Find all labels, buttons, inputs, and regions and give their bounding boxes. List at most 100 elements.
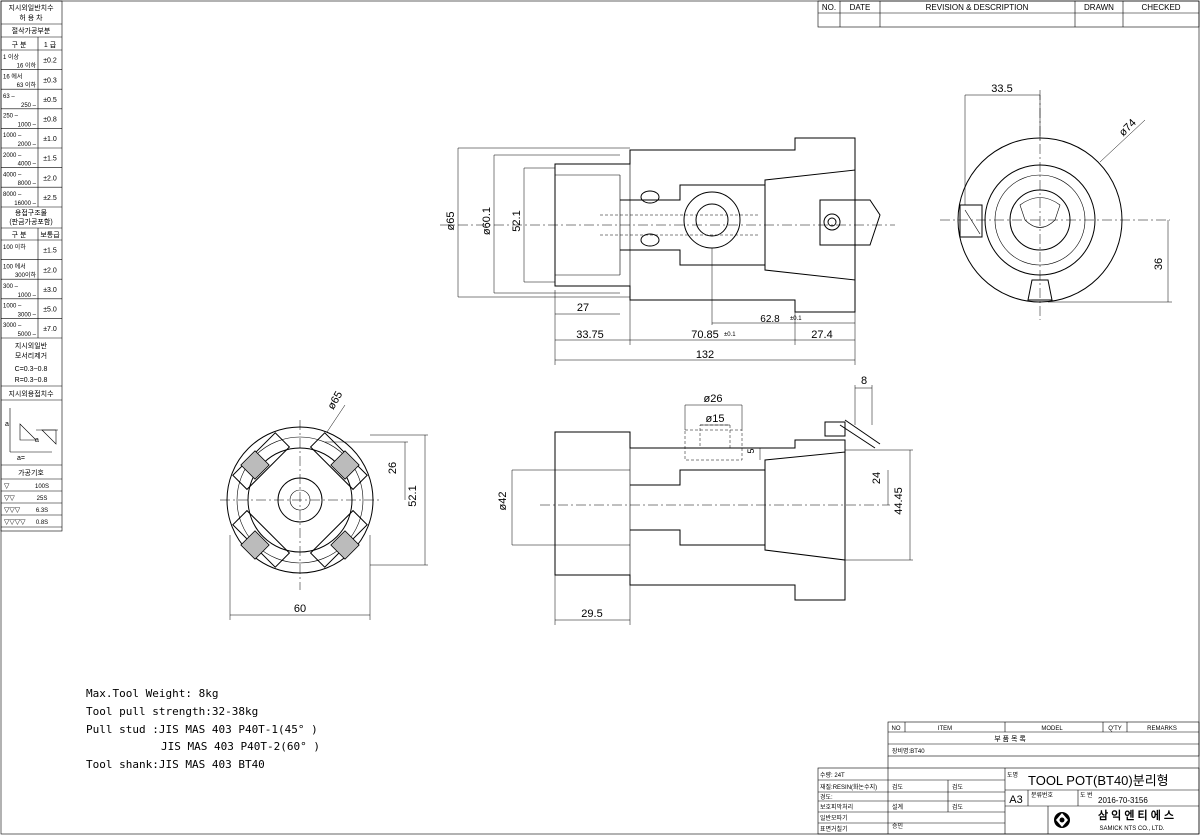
tol-row-b: 1000 –: [18, 293, 37, 299]
dim-70-85-tol: ±0.1: [724, 332, 736, 338]
tol-head-col2: 1 급: [44, 41, 57, 49]
tol-row-a: 1 이상: [3, 53, 20, 61]
dim-24: 24: [871, 472, 883, 484]
company-name-en: SAMICK NTS CO., LTD.: [1100, 826, 1165, 832]
pl-title: 부 품 목 록: [994, 735, 1026, 743]
tol-row-a: 16 에서: [3, 72, 22, 80]
tol-row-b: 5000 –: [18, 332, 37, 338]
finish-symbol-icon: ▽▽: [4, 495, 15, 502]
tol-row-value: ±2.5: [43, 195, 57, 202]
dim-d52: 52.1: [511, 210, 523, 231]
tol-row-value: ±1.5: [43, 248, 57, 255]
dim-d65: ø65: [445, 212, 457, 231]
rev-drawn: DRAWN: [1084, 3, 1114, 12]
tol-row-a: 4000 –: [3, 172, 22, 178]
dwg-no-label: 도 번: [1080, 791, 1093, 799]
dim-d74: ø74: [1117, 117, 1139, 139]
tol-row-value: ±5.0: [43, 307, 57, 314]
note-line1: Max.Tool Weight: 8kg: [86, 687, 218, 700]
tol-row-b: 16000 –: [14, 201, 36, 207]
dim-d65b: ø65: [325, 389, 345, 411]
tol-row-b: 63 이하: [17, 81, 37, 89]
tol-row-value: ±0.3: [43, 77, 57, 84]
tol-head2-col2: 보통급: [40, 231, 60, 239]
tol-row-value: ±3.0: [43, 287, 57, 294]
pl-qty: Q'TY: [1108, 726, 1121, 732]
dim-d42: ø42: [497, 492, 509, 511]
tol-row-a: 3000 –: [3, 323, 22, 329]
chamfer-line3: C=0.3~0.8: [15, 366, 48, 373]
tol-row-a: 100 이하: [3, 243, 26, 251]
dim-52b: 52.1: [407, 485, 419, 506]
dwg-no: 2016-70-3156: [1098, 796, 1148, 805]
tol-row-b: 250 –: [21, 103, 37, 109]
finish-symbol-icon: ▽▽▽▽: [4, 519, 26, 526]
finish-symbol-icon: ▽: [4, 483, 10, 490]
tol-row-b: 4000 –: [18, 162, 37, 168]
notes: Max.Tool Weight: 8kg Tool pull strength:…: [86, 687, 320, 771]
dim-26: 26: [387, 462, 399, 474]
note-line5: Tool shank:JIS MAS 403 BT40: [86, 758, 265, 771]
note-line3: Pull stud :JIS MAS 403 P40T-1(45° ): [86, 723, 318, 736]
dim-132: 132: [696, 349, 714, 361]
protect-coat: 보호피막처리: [820, 803, 853, 811]
tol-row-b: 16 이하: [17, 62, 37, 70]
end-view: [220, 404, 428, 620]
note-line4: JIS MAS 403 P40T-2(60° ): [161, 740, 320, 753]
dim-33-75: 33.75: [576, 329, 604, 341]
title-block: NO ITEM MODEL Q'TY REMARKS 부 품 목 록 장비명:B…: [817, 721, 1200, 835]
dim-36: 36: [1153, 258, 1165, 270]
tol-row-a: 63 –: [3, 94, 15, 100]
drawing-title: TOOL POT(BT40)분리형: [1028, 773, 1169, 788]
tol-title1: 지시외일반치수: [8, 3, 54, 12]
sheet-size: A3: [1009, 794, 1022, 806]
side-view: [940, 90, 1172, 320]
tol-title2: 허 용 차: [19, 13, 43, 22]
finish-value: 100S: [35, 484, 49, 490]
tol-row-a: 1000 –: [3, 133, 22, 139]
note-line2: Tool pull strength:32-38kg: [86, 705, 258, 718]
tol-head-col1: 구 분: [12, 41, 27, 49]
dim-8: 8: [861, 375, 867, 387]
tol-row-a: 100 에서: [3, 262, 26, 270]
weld-a2: a: [35, 437, 39, 444]
tol-row-b: 3000 –: [18, 312, 37, 318]
equip-name: 장비명:BT40: [892, 747, 925, 755]
tol-row-b: 2000 –: [18, 142, 37, 148]
finish-value: 25S: [37, 496, 48, 502]
tol-row-a: 8000 –: [3, 192, 22, 198]
rev-checked: CHECKED: [1141, 3, 1180, 12]
tol-row-value: ±2.0: [43, 175, 57, 182]
tol-row-b: 8000 –: [18, 181, 37, 187]
tol-row-value: ±1.5: [43, 156, 57, 163]
front-view: [440, 137, 895, 365]
revision-block: NO. DATE REVISION & DESCRIPTION DRAWN CH…: [817, 0, 1200, 28]
draw-design: 설계: [892, 803, 903, 811]
section-view: [511, 385, 913, 625]
tol-section-weld2: (판금가공포함): [9, 217, 52, 226]
dim-27-4: 27.4: [811, 329, 832, 341]
chamfer-line4: R=0.3~0.8: [15, 377, 48, 384]
rev-no: NO.: [822, 3, 836, 12]
draw-check1: 검도: [892, 784, 904, 791]
dim-62-8: 62.8: [760, 314, 780, 325]
dim-d26: ø26: [704, 393, 723, 405]
class-no-label: 분류번호: [1031, 791, 1054, 799]
qty-value: 수량: 24T: [820, 772, 845, 779]
pl-remarks: REMARKS: [1147, 726, 1177, 732]
tol-row-a: 1000 –: [3, 304, 22, 310]
tol-row-a: 250 –: [3, 114, 19, 120]
dim-d15: ø15: [706, 413, 725, 425]
rev-date: DATE: [850, 3, 871, 12]
dim-70-85: 70.85: [691, 329, 719, 341]
pl-no: NO: [892, 726, 901, 732]
dim-62-8-tol: ±0.1: [790, 316, 802, 322]
check-1: 검도: [952, 784, 964, 791]
tol-row-value: ±0.2: [43, 58, 57, 65]
finish-value: 6.3S: [36, 508, 48, 514]
dim-27: 27: [577, 302, 589, 314]
tol-row-value: ±0.8: [43, 117, 57, 124]
tol-section-cut: 절삭가공부분: [12, 26, 51, 35]
